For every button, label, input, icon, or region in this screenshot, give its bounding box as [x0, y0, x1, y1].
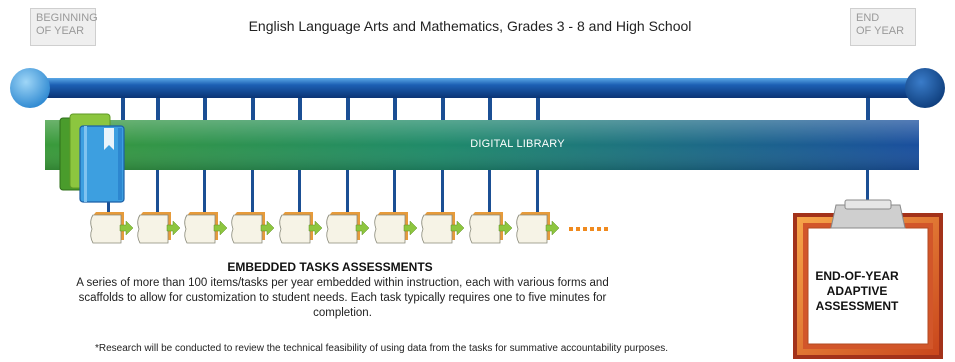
- task-card: [231, 212, 275, 244]
- task-card: [279, 212, 323, 244]
- embedded-tasks-row: [90, 212, 608, 244]
- task-card: [516, 212, 560, 244]
- end-of-year-tag: END OF YEAR: [850, 8, 916, 46]
- beginning-of-year-tag: BEGINNING OF YEAR: [30, 8, 98, 46]
- page-title: English Language Arts and Mathematics, G…: [248, 18, 692, 34]
- beginning-tag-line1: BEGINNING: [36, 12, 98, 24]
- task-card: [137, 212, 181, 244]
- eoy-line1: END-OF-YEAR: [815, 269, 899, 283]
- timeline-end-ball: [905, 68, 945, 108]
- task-card: [90, 212, 134, 244]
- footnote: *Research will be conducted to review th…: [94, 343, 669, 354]
- task-connectors: [107, 170, 869, 214]
- digital-library-label: DIGITAL LIBRARY: [470, 138, 565, 150]
- eoy-line2: ADAPTIVE: [826, 284, 888, 298]
- beginning-tag-line2: OF YEAR: [36, 25, 85, 37]
- timeline-start-ball: [10, 68, 50, 108]
- end-of-year-assessment-label: END-OF-YEAR ADAPTIVE ASSESSMENT: [808, 269, 906, 314]
- books-icon: [59, 113, 125, 203]
- embedded-tasks-description: A series of more than 100 items/tasks pe…: [76, 277, 609, 319]
- task-card: [184, 212, 228, 244]
- end-tag-line1: END: [856, 12, 880, 24]
- task-card: [421, 212, 465, 244]
- timeline-bar: [28, 78, 928, 98]
- task-card: [374, 212, 418, 244]
- continuation-dots: [569, 227, 608, 231]
- task-card: [469, 212, 513, 244]
- eoy-line3: ASSESSMENT: [815, 299, 899, 313]
- end-tag-line2: OF YEAR: [856, 25, 905, 37]
- task-card: [326, 212, 370, 244]
- embedded-tasks-title: EMBEDDED TASKS ASSESSMENTS: [227, 260, 433, 274]
- end-of-year-clipboard: [793, 199, 943, 359]
- timeline-connectors: [121, 96, 870, 122]
